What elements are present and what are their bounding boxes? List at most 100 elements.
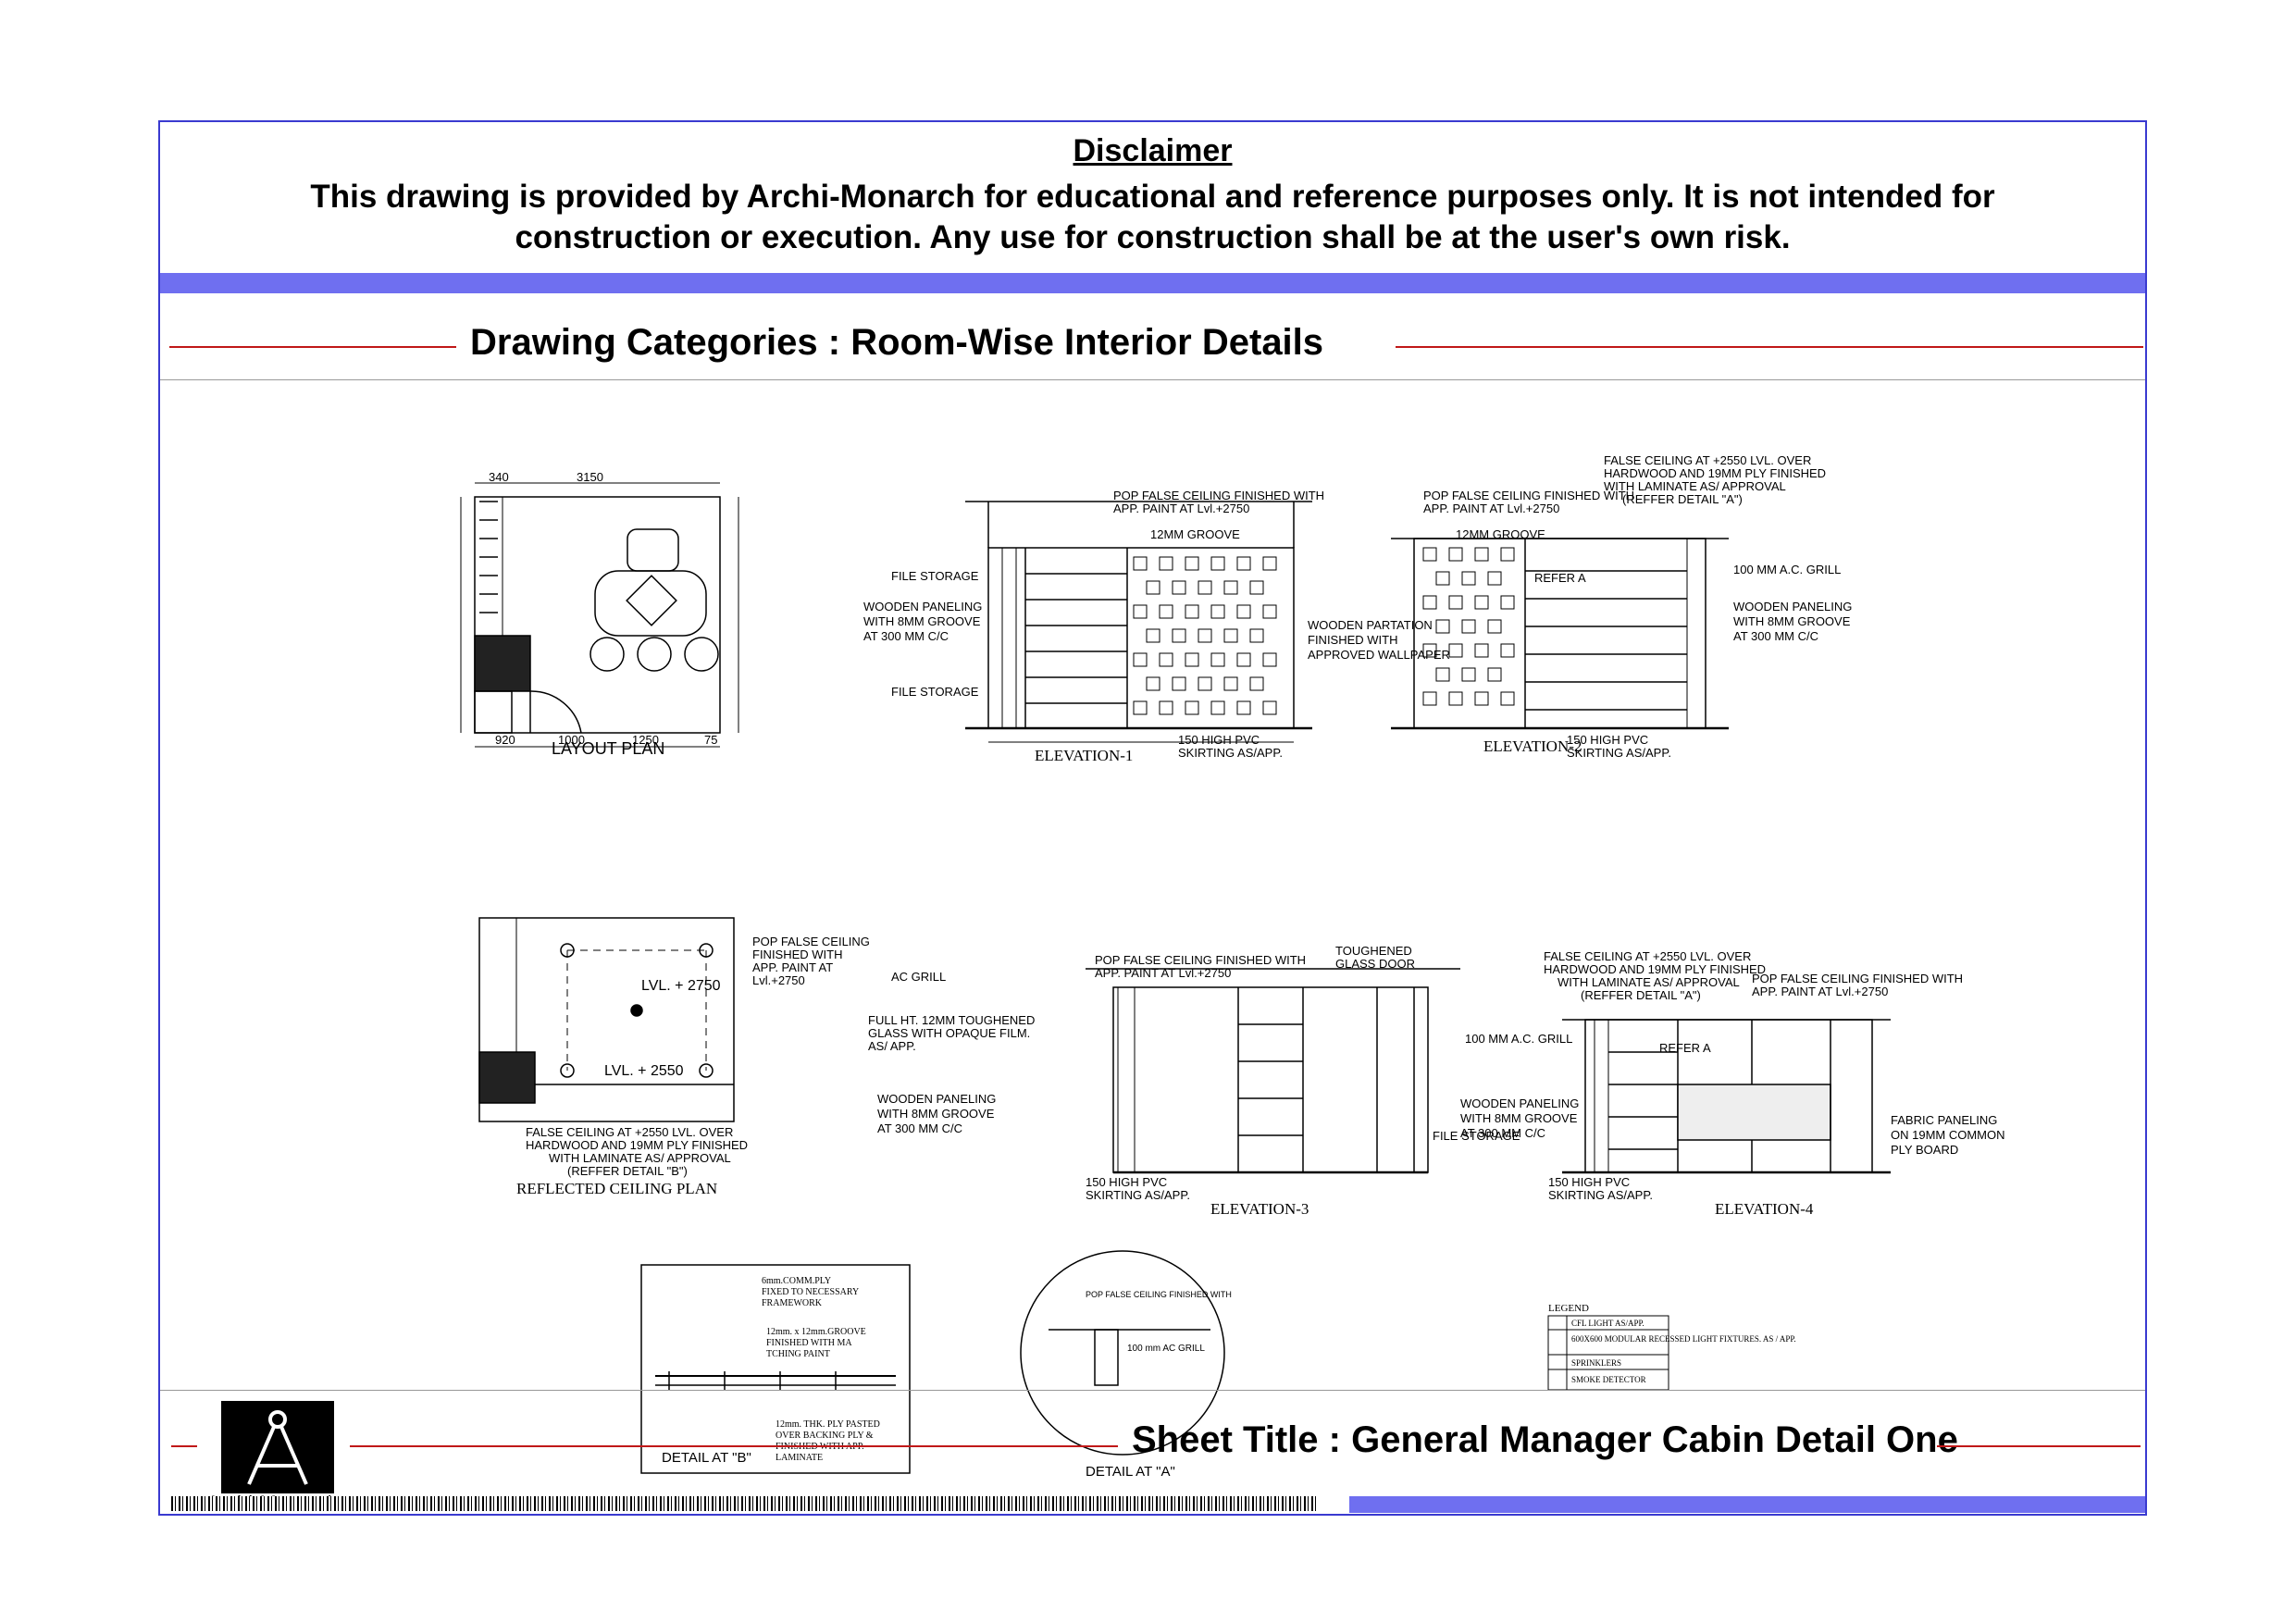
e1-file-storage-bottom: FILE STORAGE [891, 685, 979, 699]
da-pop-note: POP FALSE CEILING FINISHED WITH [1086, 1290, 1232, 1299]
e2-pop-note: POP FALSE CEILING FINISHED WITH [1423, 489, 1634, 502]
e2-skirting-1: 150 HIGH PVC [1567, 733, 1648, 747]
e4-skirting-2: SKIRTING AS/APP. [1548, 1188, 1653, 1202]
e3-paneling-1: WOODEN PANELING [877, 1092, 996, 1106]
layout-plan [460, 482, 739, 748]
disclaimer-title: Disclaimer [1073, 133, 1233, 168]
elevation-1-label: ELEVATION-1 [1035, 747, 1133, 764]
e4-paneling-1: WOODEN PANELING [1460, 1096, 1579, 1110]
db-note-4: 12mm. x 12mm.GROOVE [766, 1327, 866, 1337]
elevation-4 [1562, 1019, 1891, 1174]
dim-1000: 1000 [558, 733, 585, 747]
e3-glass-2: GLASS WITH OPAQUE FILM. [868, 1026, 1030, 1040]
sheet-frame: Disclaimer This drawing is provided by A… [158, 120, 2147, 1516]
e4-skirting-1: 150 HIGH PVC [1548, 1175, 1630, 1189]
e4-fabric-1: FABRIC PANELING [1891, 1113, 1997, 1127]
footer-band [1349, 1496, 2145, 1513]
e1-pop-note: POP FALSE CEILING FINISHED WITH [1113, 489, 1324, 502]
cad-drawing: LAYOUT PLAN 340 3150 920 1000 1250 75 PO… [460, 453, 2005, 1480]
layout-plan-label: LAYOUT PLAN [552, 739, 664, 758]
footer-rule-mid [350, 1445, 1118, 1447]
e3-ac-grill: AC GRILL [891, 970, 946, 984]
e1-partition-2: FINISHED WITH [1308, 633, 1398, 647]
rcp-fc-2: HARDWOOD AND 19MM PLY FINISHED [526, 1138, 748, 1152]
disclaimer-block: Disclaimer This drawing is provided by A… [160, 122, 2145, 270]
e4-fc-3: WITH LAMINATE AS/ APPROVAL [1558, 975, 1740, 989]
legend-box [1547, 1315, 1669, 1391]
dim-340: 340 [489, 470, 509, 484]
elevation-2 [1391, 538, 1729, 730]
e4-pop-note-2: APP. PAINT AT Lvl.+2750 [1752, 985, 1888, 998]
e4-refer-a: REFER A [1659, 1041, 1711, 1055]
e4-paneling-2: WITH 8MM GROOVE [1460, 1111, 1578, 1125]
e1-skirting-2: SKIRTING AS/APP. [1178, 746, 1283, 760]
elevation-3-label: ELEVATION-3 [1210, 1200, 1309, 1218]
e2-paneling-2: WITH 8MM GROOVE [1733, 614, 1851, 628]
e2-pop-note-2: APP. PAINT AT Lvl.+2750 [1423, 502, 1559, 515]
compass-icon [247, 1410, 308, 1485]
barcode-strip [171, 1496, 1319, 1511]
e3-glass-door: GLASS DOOR [1335, 957, 1415, 971]
rcp-fc-3: WITH LAMINATE AS/ APPROVAL [549, 1151, 731, 1165]
e4-fabric-3: PLY BOARD [1891, 1143, 1958, 1157]
e3-file-storage: FILE STORAGE [1433, 1129, 1520, 1143]
e1-paneling-2: WITH 8MM GROOVE [863, 614, 981, 628]
legend-title: LEGEND [1548, 1303, 1589, 1314]
archi-monarch-logo [221, 1401, 334, 1493]
detail-a [1020, 1250, 1225, 1456]
db-note-2: FIXED TO NECESSARY [762, 1287, 859, 1297]
reflected-ceiling-plan [478, 917, 735, 1122]
category-rule-right [1396, 346, 2143, 348]
e4-paneling-3: AT 300 MM C/C [1460, 1126, 1545, 1140]
e3-pop-note: POP FALSE CEILING FINISHED WITH [1095, 953, 1306, 967]
legend-item-smoke: SMOKE DETECTOR [1571, 1375, 1646, 1384]
disclaimer-line-1: This drawing is provided by Archi-Monarc… [310, 179, 1995, 215]
category-divider [160, 379, 2145, 380]
e4-pop-note: POP FALSE CEILING FINISHED WITH [1752, 972, 1963, 985]
e3-pop-note-2: APP. PAINT AT Lvl.+2750 [1095, 966, 1231, 980]
e2-paneling-3: AT 300 MM C/C [1733, 629, 1818, 643]
e2-ac-grill: 100 MM A.C. GRILL [1733, 563, 1841, 576]
e2-paneling-1: WOODEN PANELING [1733, 600, 1852, 613]
detail-b-label: DETAIL AT "B" [662, 1450, 751, 1466]
disclaimer-line-2: construction or execution. Any use for c… [515, 219, 1791, 255]
e2-fc-1: FALSE CEILING AT +2550 LVL. OVER [1604, 453, 1811, 467]
dim-920: 920 [495, 733, 515, 747]
legend-item-sprinklers: SPRINKLERS [1571, 1358, 1621, 1368]
e2-refer-a: REFER A [1534, 571, 1586, 585]
rcp-lvl-2550: LVL. + 2550 [604, 1063, 684, 1079]
e3-toughened: TOUGHENED [1335, 944, 1412, 958]
elevation-1 [965, 501, 1312, 743]
elevation-3 [1086, 968, 1460, 1174]
e1-groove: 12MM GROOVE [1150, 527, 1240, 541]
footer-rule-left [171, 1445, 197, 1447]
detail-b [640, 1264, 911, 1474]
e4-fc-4: (REFFER DETAIL "A") [1581, 988, 1701, 1002]
e3-glass-1: FULL HT. 12MM TOUGHENED [868, 1013, 1035, 1027]
rcp-pop-2: FINISHED WITH [752, 948, 843, 961]
dim-1250: 1250 [632, 733, 659, 747]
rcp-fc-1: FALSE CEILING AT +2550 LVL. OVER [526, 1125, 733, 1139]
category-row: Drawing Categories : Room-Wise Interior … [160, 316, 2145, 372]
e4-fc-1: FALSE CEILING AT +2550 LVL. OVER [1544, 949, 1751, 963]
e1-partition-1: WOODEN PARTATION [1308, 618, 1433, 632]
footer-rule-right [1937, 1445, 2141, 1447]
elevation-4-label: ELEVATION-4 [1715, 1200, 1814, 1218]
e3-skirting-2: SKIRTING AS/APP. [1086, 1188, 1190, 1202]
e2-skirting-2: SKIRTING AS/APP. [1567, 746, 1671, 760]
e1-paneling-3: AT 300 MM C/C [863, 629, 949, 643]
db-note-3: FRAMEWORK [762, 1298, 823, 1308]
e1-file-storage-top: FILE STORAGE [891, 569, 979, 583]
legend-item-cfl: CFL LIGHT AS/APP. [1571, 1319, 1644, 1328]
rcp-pop-1: POP FALSE CEILING [752, 935, 870, 948]
e2-fc-4: (REFFER DETAIL "A") [1622, 492, 1743, 506]
e1-pop-note-2: APP. PAINT AT Lvl.+2750 [1113, 502, 1249, 515]
footer-divider [160, 1390, 2145, 1391]
category-title: Drawing Categories : Room-Wise Interior … [470, 322, 1324, 363]
rcp-fc-4: (REFFER DETAIL "B") [567, 1164, 688, 1178]
db-note-10: LAMINATE [776, 1453, 823, 1463]
db-note-7: 12mm. THK. PLY PASTED [776, 1419, 880, 1430]
e3-skirting-1: 150 HIGH PVC [1086, 1175, 1167, 1189]
e3-glass-3: AS/ APP. [868, 1039, 916, 1053]
dim-3150: 3150 [577, 470, 603, 484]
